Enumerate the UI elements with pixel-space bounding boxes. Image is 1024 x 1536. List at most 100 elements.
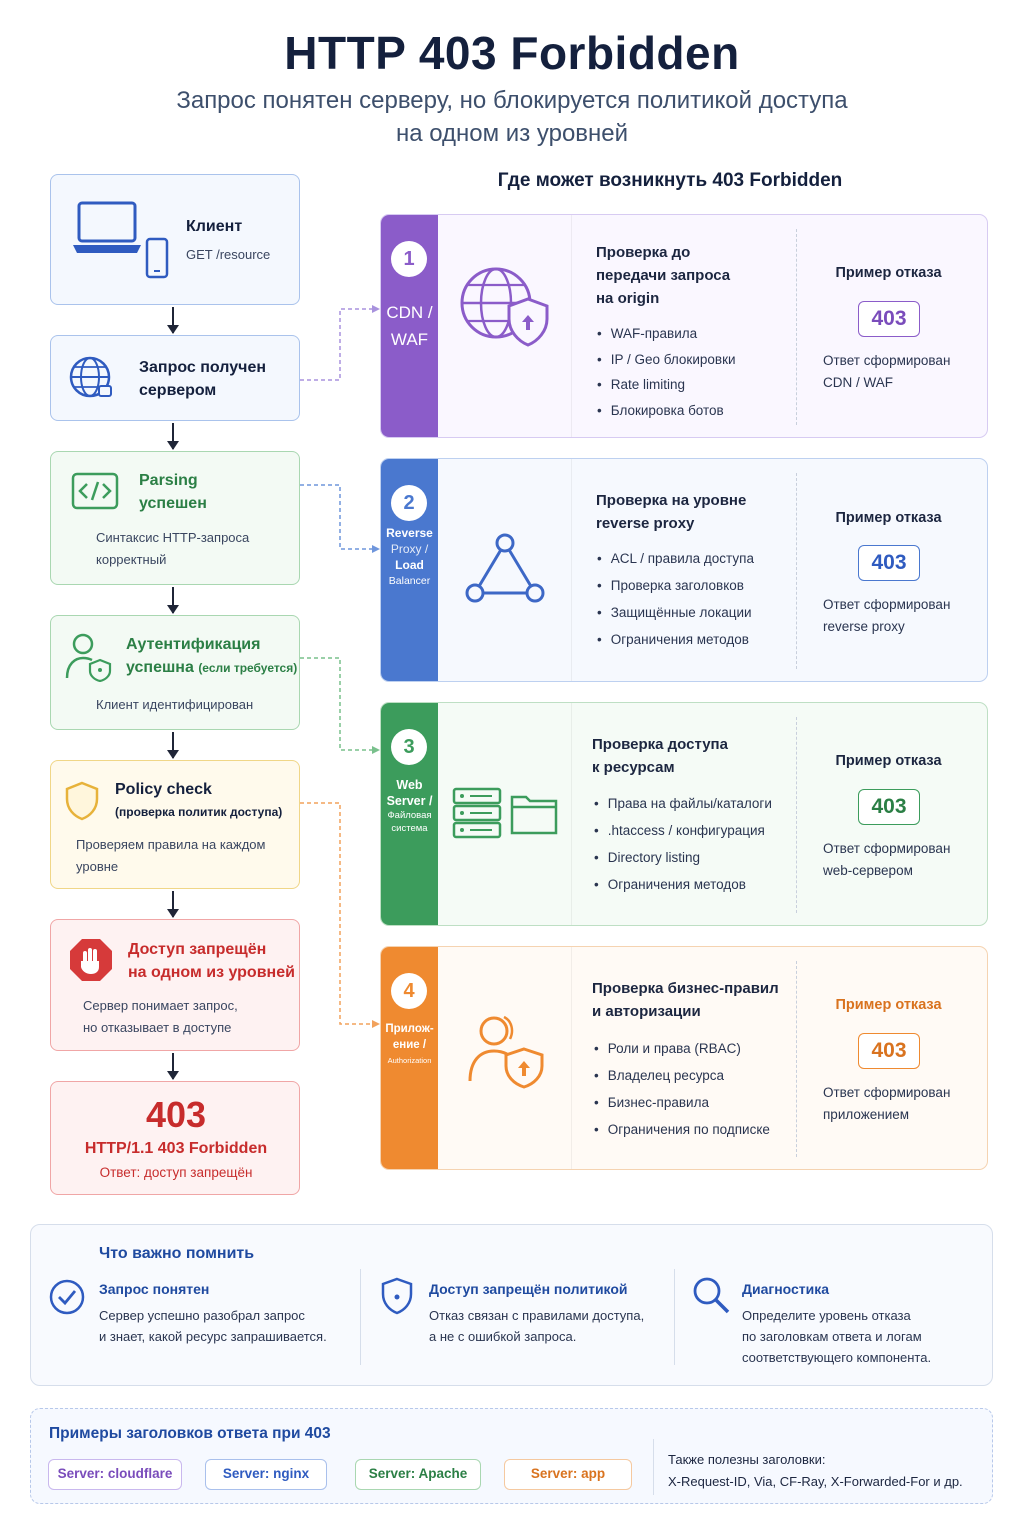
flow-arrow [167,732,179,759]
layer-checks: ACL / правила доступа Проверка заголовко… [597,545,754,653]
remember-divider [674,1269,675,1365]
layer-icon-zone [438,947,572,1169]
network-triangle-icon [465,533,545,603]
layer-check-item: Защищённые локации [597,599,754,626]
flow-parsing-desc: Синтаксис HTTP-запроса корректный [96,530,250,567]
header-pill-app: Server: app [504,1459,632,1490]
flow-arrow [167,423,179,450]
flow-arrow [167,587,179,614]
layer-check-item: Роли и права (RBAC) [594,1035,770,1062]
flow-parsing: Parsing успешен Синтаксис HTTP-запроса к… [50,451,300,585]
example-response: Ответ сформирован reverse proxy [823,597,951,634]
layer-check-item: Бизнес-правила [594,1089,770,1116]
laptop-phone-icon [73,201,169,279]
connector-web [300,657,376,751]
example-response: Ответ сформирован web-сервером [823,841,951,878]
response-headers-panel: Примеры заголовков ответа при 403 Server… [30,1408,993,1504]
layer-number: 4 [391,973,427,1009]
layer-check-item: Проверка заголовков [597,572,754,599]
example-code-badge: 403 [858,301,920,337]
flow-policy-title: Policy check (проверка политик доступа) [115,781,283,819]
layer-check-item: WAF-правила [597,321,736,347]
remember-col-title: Доступ запрещён политикой [429,1281,628,1297]
layer-strip: 3 Web Server / Файловая система [381,703,438,925]
connector-cdn [300,308,376,381]
remember-title: Что важно помнить [99,1245,255,1262]
magnifier-icon [693,1277,730,1314]
flow-denied-desc: Сервер понимает запрос, но отказывает в … [83,998,238,1035]
flow-policy: Policy check (проверка политик доступа) … [50,760,300,889]
flow-denied-title: Доступ запрещён на одном из уровней [128,941,295,981]
layer-checks: Роли и права (RBAC) Владелец ресурса Биз… [594,1035,770,1143]
layer-check-item: Владелец ресурса [594,1062,770,1089]
header-pill-cloudflare: Server: cloudflare [48,1459,182,1490]
layer-strip: 1 CDN / WAF [381,215,438,437]
shield-icon [381,1277,413,1315]
page-subtitle: Запрос понятен серверу, но блокируется п… [176,87,848,147]
example-code-badge: 403 [858,545,920,581]
remember-col-title: Запрос понятен [99,1281,210,1297]
layer-check-item: Ограничения методов [597,626,754,653]
check-circle-icon [49,1279,85,1315]
layer-card-web-server: 3 Web Server / Файловая система Проверка… [380,702,988,926]
flow-received: Запрос получен сервером [50,335,300,421]
flow-arrow [167,1053,179,1080]
layer-number: 1 [391,241,427,277]
layer-check-item: Ограничения методов [594,871,772,898]
layer-card-reverse-proxy: 2 Reverse Proxy / Load Balancer Проверка… [380,458,988,682]
layer-label: CDN / WAF [386,303,433,349]
card-divider [796,473,797,669]
layer-title: Проверка доступа к ресурсам [592,736,728,776]
globe-icon [69,356,112,398]
layer-check-item: Ограничения по подписке [594,1116,770,1143]
layer-check-item: Directory listing [594,844,772,871]
user-shield-icon [468,1015,544,1089]
remember-col-desc: Определите уровень отказа по заголовкам … [742,1308,932,1365]
layer-checks: WAF-правила IP / Geo блокировки Rate lim… [597,321,736,423]
flow-parsing-title: Parsing успешен [139,472,207,512]
layer-strip: 4 Прилож- ение / Authorization [381,947,438,1169]
flow-client: Клиент GET /resource [50,174,300,305]
layer-check-item: .htaccess / конфигурация [594,817,772,844]
flow-auth-desc: Клиент идентифицирован [96,697,254,712]
flow-auth: Аутентификация успешна (если требуется) … [50,615,300,730]
flow-policy-desc: Проверяем правила на каждом уровне [76,837,266,874]
remember-divider [360,1269,361,1365]
layer-icon-zone [438,703,572,925]
layer-check-item: Блокировка ботов [597,398,736,424]
flow-denied: Доступ запрещён на одном из уровней Серв… [50,919,300,1051]
connector-proxy [300,484,376,550]
header-pill-nginx: Server: nginx [205,1459,327,1490]
card-divider [796,717,797,913]
code-icon [71,472,119,510]
flow-auth-title: Аутентификация успешна (если требуется) [126,636,298,676]
layer-number: 3 [391,729,427,765]
connector-app [300,802,376,1025]
card-divider [796,229,797,425]
layer-label: Прилож- ение / Authorization [385,1023,434,1065]
headers-divider [653,1439,654,1495]
user-shield-icon [65,633,112,682]
card-divider [796,961,797,1157]
layer-title: Проверка бизнес-правил и авторизации [592,980,779,1020]
example-label: Пример отказа [835,997,942,1013]
result-desc: Ответ: доступ запрещён [99,1165,253,1180]
example-label: Пример отказа [835,265,942,281]
layer-label: Web Server / Файловая система [386,778,433,834]
flow-arrow [167,307,179,334]
example-label: Пример отказа [835,753,942,769]
header-pill-apache: Server: Apache [355,1459,481,1490]
layer-title: Проверка до передачи запроса на origin [596,244,731,307]
layer-check-item: IP / Geo блокировки [597,347,736,373]
where-title: Где может возникнуть 403 Forbidden [497,170,843,191]
layer-icon-zone [438,215,572,437]
server-folder-icon [452,787,558,839]
example-code-badge: 403 [858,1033,920,1069]
layer-card-application: 4 Прилож- ение / Authorization Проверка … [380,946,988,1170]
response-headers-title: Примеры заголовков ответа при 403 [49,1425,331,1442]
flow-client-desc: GET /resource [186,247,271,262]
also-useful-headers: Также полезны заголовки: X-Request-ID, V… [668,1452,963,1489]
example-code-badge: 403 [858,789,920,825]
flow-received-title: Запрос получен сервером [139,359,267,399]
